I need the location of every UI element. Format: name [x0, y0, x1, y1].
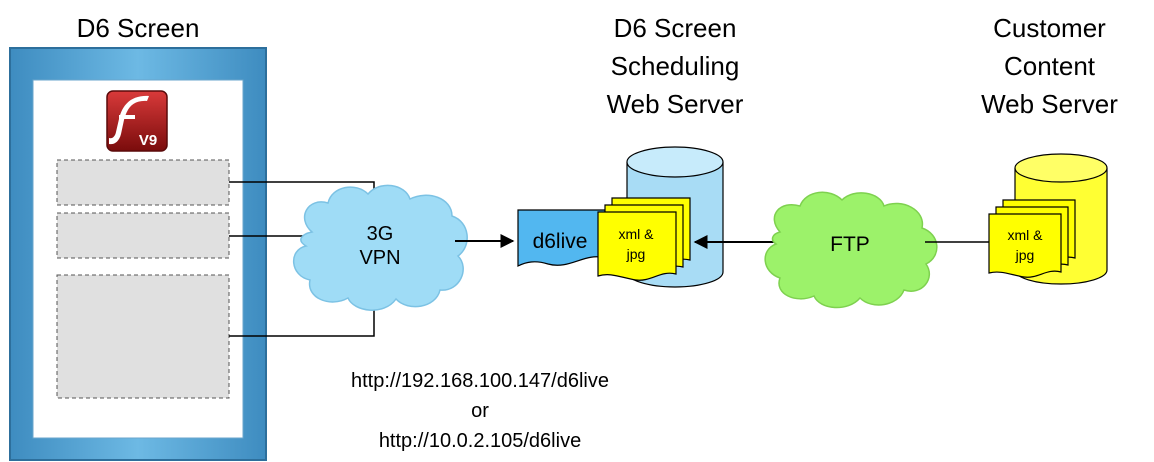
- content-files-stack: xml & jpg: [988, 199, 1076, 278]
- screen-zone-3: [56, 274, 230, 399]
- vpn-cloud: [292, 184, 468, 311]
- scheduling-server-title-line1: D6 Screen: [613, 13, 737, 43]
- flash-version-badge: V9: [139, 132, 157, 149]
- content-files-label-line2: jpg: [1015, 247, 1035, 263]
- d6live-folder: d6live: [517, 209, 606, 267]
- scheduling-files-label-line2: jpg: [626, 246, 646, 262]
- content-server-title-line1: Customer: [993, 13, 1106, 43]
- screen-zone-2: [56, 212, 230, 259]
- content-server-title-line2: Content: [1003, 51, 1096, 81]
- content-server-title-line3: Web Server: [981, 89, 1118, 119]
- vpn-label-line2: VPN: [359, 247, 400, 269]
- ftp-cloud: [764, 191, 938, 309]
- d6live-label: d6live: [533, 230, 588, 253]
- url-or-separator: or: [471, 400, 489, 422]
- url-secondary: http://10.0.2.105/d6live: [378, 430, 582, 452]
- url-primary: http://192.168.100.147/d6live: [351, 370, 609, 392]
- ftp-label: FTP: [830, 233, 870, 256]
- flash-player-icon: V9: [106, 90, 168, 152]
- scheduling-server-title-line3: Web Server: [606, 89, 744, 119]
- scheduling-server-title-line2: Scheduling: [610, 51, 740, 81]
- zone-3-connector: [229, 305, 375, 337]
- scheduling-files-stack: xml & jpg: [597, 197, 691, 281]
- scheduling-files-label-line1: xml &: [619, 226, 655, 242]
- d6-screen-title: D6 Screen: [76, 13, 200, 43]
- vpn-label-line1: 3G: [367, 223, 394, 245]
- screen-zone-1: [56, 159, 230, 206]
- content-files-label-line1: xml &: [1008, 227, 1044, 243]
